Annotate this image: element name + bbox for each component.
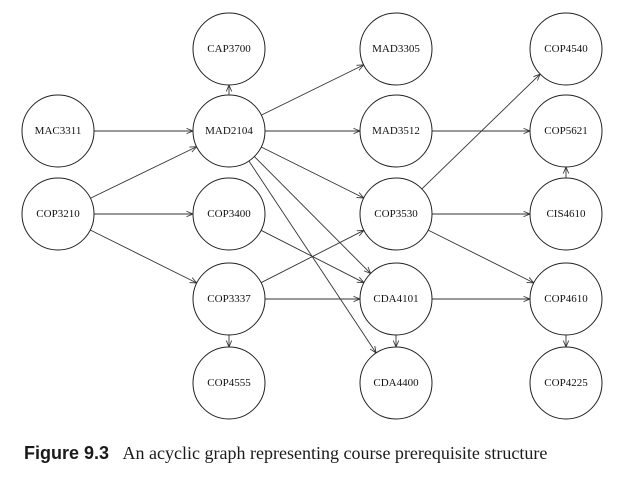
edge-mad2104-to-mad3305 bbox=[261, 65, 363, 116]
node-label: COP3337 bbox=[207, 293, 251, 305]
node-mad3305: MAD3305 bbox=[359, 12, 433, 86]
node-cop3400: COP3400 bbox=[192, 177, 266, 251]
node-label: COP4225 bbox=[544, 377, 588, 389]
node-circle bbox=[359, 12, 433, 86]
node-circle bbox=[192, 12, 266, 86]
edge-cop3530-to-cop4610 bbox=[427, 229, 534, 283]
figure-number: Figure 9.3 bbox=[24, 443, 110, 463]
node-label: COP3400 bbox=[207, 208, 251, 220]
node-label: CDA4101 bbox=[373, 293, 418, 305]
edge-mad2104-to-cop3530 bbox=[261, 146, 364, 198]
node-cop4555: COP4555 bbox=[192, 346, 266, 420]
node-circle bbox=[529, 262, 603, 336]
node-mad3512: MAD3512 bbox=[359, 94, 433, 168]
node-circle bbox=[529, 177, 603, 251]
node-circle bbox=[529, 346, 603, 420]
node-label: COP4610 bbox=[544, 293, 588, 305]
node-circle bbox=[192, 262, 266, 336]
node-label: CAP3700 bbox=[207, 43, 251, 55]
node-circle bbox=[359, 346, 433, 420]
node-label: COP4540 bbox=[544, 43, 588, 55]
node-cap3700: CAP3700 bbox=[192, 12, 266, 86]
node-circle bbox=[529, 94, 603, 168]
node-circle bbox=[192, 346, 266, 420]
node-circle bbox=[21, 94, 95, 168]
node-cda4101: CDA4101 bbox=[359, 262, 433, 336]
node-label: CIS4610 bbox=[546, 208, 586, 220]
node-cop5621: COP5621 bbox=[529, 94, 603, 168]
figure-caption: Figure 9.3 An acyclic graph representing… bbox=[24, 443, 547, 464]
node-circle bbox=[359, 94, 433, 168]
node-label: CDA4400 bbox=[373, 377, 419, 389]
edge-cop3530-to-cop4540 bbox=[421, 74, 540, 190]
node-cop4540: COP4540 bbox=[529, 12, 603, 86]
node-circle bbox=[21, 177, 95, 251]
node-circle bbox=[192, 94, 266, 168]
node-cop4610: COP4610 bbox=[529, 262, 603, 336]
node-cop3337: COP3337 bbox=[192, 262, 266, 336]
node-circle bbox=[529, 12, 603, 86]
node-circle bbox=[359, 262, 433, 336]
edge-cop3337-to-cop3530 bbox=[260, 230, 364, 284]
node-label: COP5621 bbox=[544, 125, 587, 137]
node-cis4610: CIS4610 bbox=[529, 177, 603, 251]
node-cop3210: COP3210 bbox=[21, 177, 95, 251]
edge-cop3210-to-mad2104 bbox=[90, 147, 196, 199]
node-label: MAD2104 bbox=[205, 125, 253, 137]
edge-mad2104-to-cda4101 bbox=[254, 156, 370, 274]
node-label: COP4555 bbox=[207, 377, 251, 389]
node-cda4400: CDA4400 bbox=[359, 346, 433, 420]
node-label: MAD3305 bbox=[372, 43, 420, 55]
figure-title: An acyclic graph representing course pre… bbox=[122, 443, 548, 463]
node-cop4225: COP4225 bbox=[529, 346, 603, 420]
node-circle bbox=[192, 177, 266, 251]
edges-layer bbox=[90, 65, 566, 353]
node-label: MAD3512 bbox=[372, 125, 420, 137]
edge-cop3210-to-cop3337 bbox=[90, 229, 197, 283]
node-circle bbox=[359, 177, 433, 251]
node-mad2104: MAD2104 bbox=[192, 94, 266, 168]
node-mac3311: MAC3311 bbox=[21, 94, 95, 168]
node-label: COP3210 bbox=[36, 208, 80, 220]
node-label: COP3530 bbox=[374, 208, 418, 220]
node-cop3530: COP3530 bbox=[359, 177, 433, 251]
node-label: MAC3311 bbox=[35, 125, 82, 137]
